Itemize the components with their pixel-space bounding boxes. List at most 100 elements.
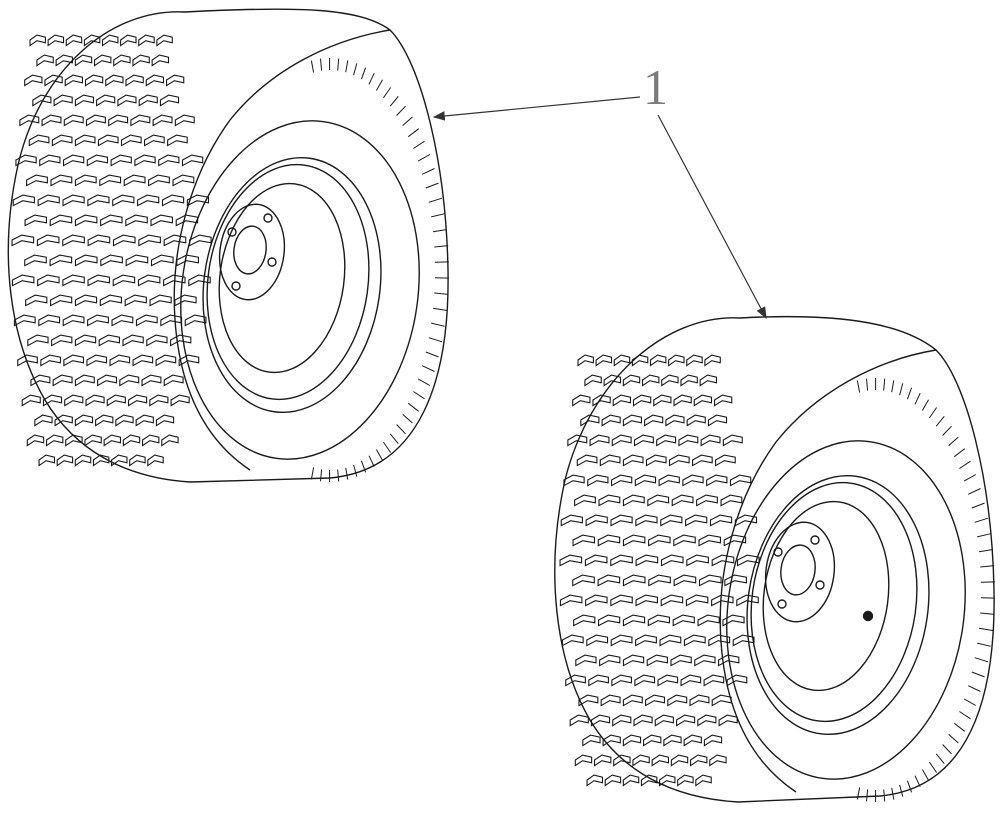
sidewall-rib: [959, 460, 971, 469]
tread-lug: [713, 394, 733, 407]
sidewall-rib: [980, 565, 995, 568]
tread-lug: [172, 174, 195, 187]
wheel-upper-left: [7, 8, 449, 483]
tread-lug: [186, 194, 210, 207]
sidewall-rib: [421, 365, 435, 372]
lug-hole: [263, 213, 273, 223]
sidewall-rib: [353, 63, 358, 76]
tread-lug: [635, 594, 658, 607]
tread-lug: [622, 414, 642, 427]
tread-lug: [673, 574, 697, 587]
tread-lug: [125, 254, 149, 267]
tread-lug: [103, 434, 122, 447]
tread-lug: [559, 554, 583, 567]
tread-lug: [640, 774, 658, 787]
tread-lug: [51, 334, 73, 347]
tread-lug: [127, 394, 148, 407]
tread-lug: [138, 34, 155, 47]
tread-lug: [696, 494, 718, 507]
tread-lug: [647, 494, 670, 507]
tread-lug: [563, 474, 585, 487]
sidewall-rib: [883, 378, 886, 391]
tread-lug: [174, 294, 197, 307]
tread-lug: [148, 174, 170, 187]
tread-lug: [85, 114, 106, 127]
tread-lug: [692, 454, 713, 467]
sidewall-rib: [942, 425, 952, 436]
tread-lug: [599, 654, 621, 667]
tread-lug: [52, 374, 73, 387]
tread-lug: [597, 534, 621, 547]
tread-lug: [27, 334, 49, 347]
tread-lug: [724, 574, 747, 587]
tread-lug: [74, 294, 98, 307]
wheel-lower-right: [554, 315, 995, 803]
tread-lug: [63, 354, 85, 367]
tire-shoulder: [173, 29, 391, 471]
sidewall-rib: [407, 128, 420, 138]
tread-lug: [125, 214, 148, 227]
rim-outer: [202, 156, 382, 414]
tread-lug: [181, 154, 204, 167]
tread-lug: [125, 74, 144, 87]
tread-lug: [62, 274, 85, 287]
tread-pattern: [11, 34, 212, 467]
tread-lug: [633, 714, 653, 727]
sidewall-rib: [310, 467, 315, 480]
tread-lug: [99, 294, 122, 307]
tread-lug: [595, 354, 613, 367]
tread-lug: [84, 74, 104, 87]
tread-lug: [36, 234, 60, 247]
sidewall-rib: [980, 612, 995, 615]
sidewall-rib: [417, 154, 431, 162]
leader-line-upper: [432, 96, 641, 121]
tread-lug: [176, 254, 199, 267]
tread-lug: [565, 674, 586, 687]
sidewall-rib: [891, 787, 895, 800]
tread-lug: [711, 594, 734, 607]
tread-lug: [647, 614, 670, 627]
tread-lug: [167, 134, 188, 147]
tread-lug: [86, 154, 109, 167]
tread-lug: [101, 34, 119, 47]
sidewall-rib: [434, 292, 449, 295]
sidewall-rib: [883, 789, 886, 802]
sidewall-rib: [963, 474, 977, 482]
sidewall-rib: [375, 449, 383, 461]
tread-lug: [150, 254, 174, 267]
tread-lug: [680, 674, 702, 687]
tread-lug: [49, 214, 73, 227]
sidewall-rib: [389, 433, 399, 445]
tread-lug: [134, 154, 156, 167]
tread-lug: [163, 234, 187, 247]
sidewall-rib: [396, 424, 406, 435]
sidewall-rib: [967, 685, 981, 692]
tread-lug: [115, 414, 134, 427]
callout-label: 1: [643, 59, 668, 115]
tread-lug: [686, 414, 706, 427]
tread-lug: [132, 54, 150, 67]
tread-lug: [736, 594, 759, 607]
tread-lug: [42, 394, 63, 407]
tread-lug: [723, 534, 747, 547]
tread-lug: [573, 614, 596, 627]
tread-lug: [703, 674, 725, 687]
tread-lug: [729, 474, 752, 487]
tread-lug: [711, 554, 735, 567]
tread-lug: [586, 634, 609, 647]
tread-lug: [584, 554, 608, 567]
tread-lug: [659, 774, 676, 787]
tread-lug: [700, 434, 721, 447]
tread-lug: [129, 454, 146, 467]
sidewall-rib: [948, 734, 959, 744]
tread-lug: [643, 734, 662, 747]
sidewall-rib: [417, 378, 431, 386]
sidewall-rib: [353, 464, 358, 477]
tread-lug: [612, 394, 631, 407]
hub-center: [780, 544, 816, 596]
sidewall-rib: [428, 337, 443, 343]
tread-lug: [40, 354, 61, 367]
sidewall-rib: [906, 387, 913, 400]
tread-lug: [145, 74, 165, 87]
tread-lug: [87, 234, 111, 247]
